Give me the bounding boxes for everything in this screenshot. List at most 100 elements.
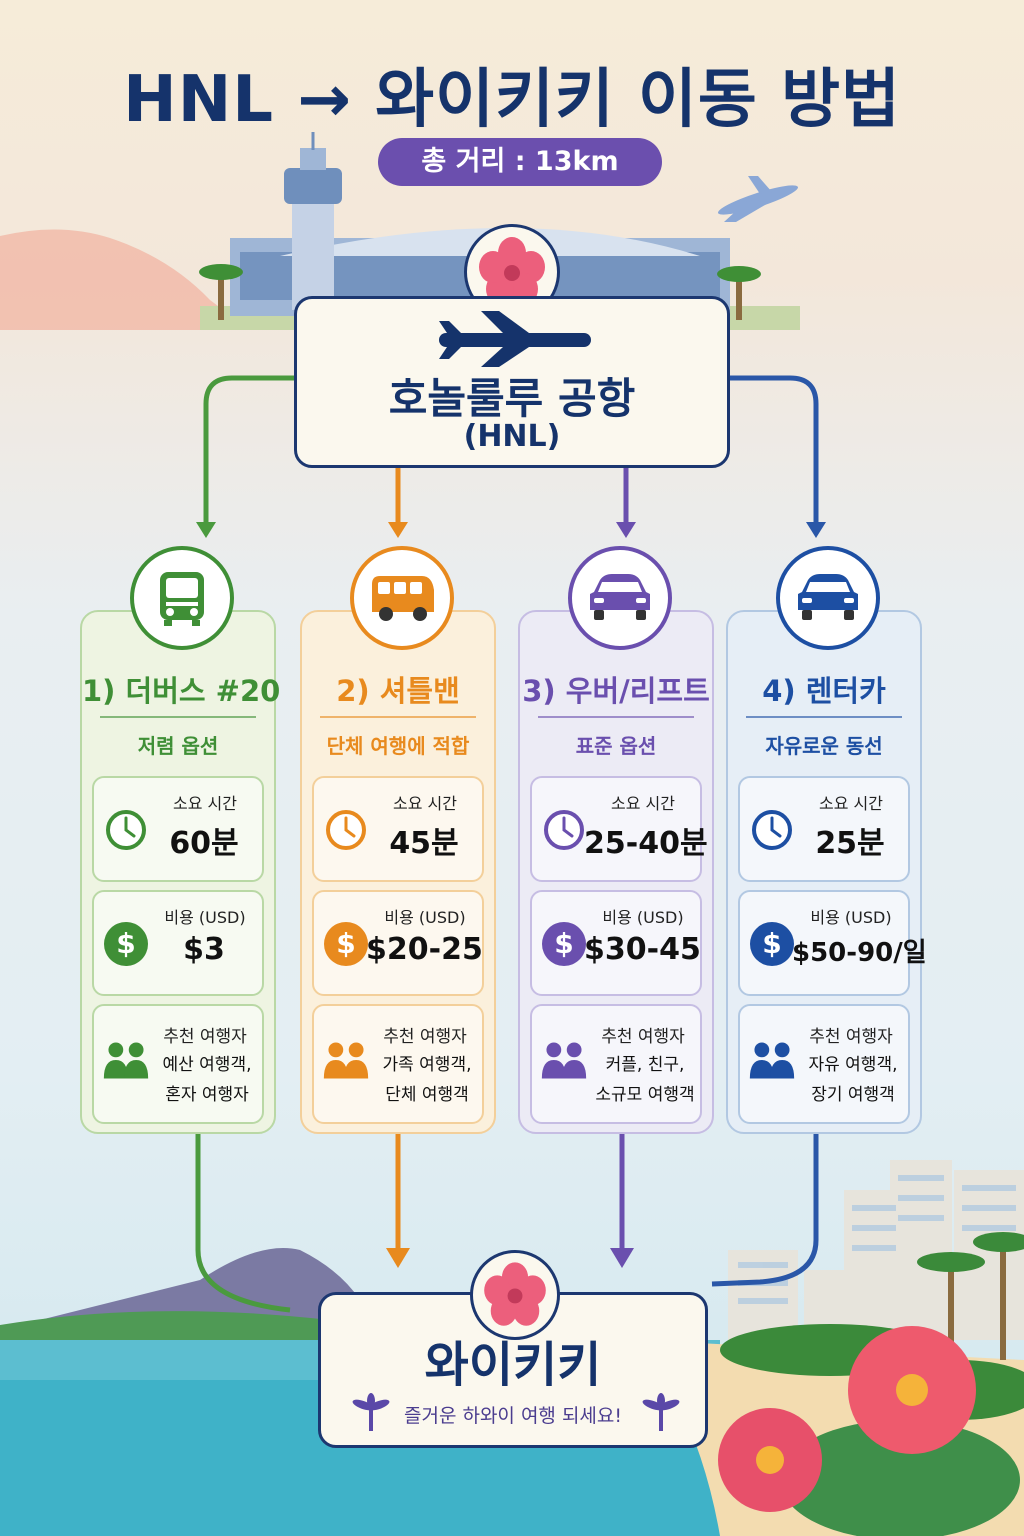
cost-label: 비용 (USD) — [164, 908, 246, 927]
traveler-line: 커플, 친구, — [605, 1055, 685, 1075]
people-icon — [322, 1036, 370, 1084]
traveler-label: 추천 여행자 — [383, 1027, 467, 1047]
flow-arrowheads-top — [196, 522, 826, 538]
option-title: 3) 우버/리프트 — [522, 674, 710, 708]
divider — [746, 716, 902, 718]
divider — [100, 716, 256, 718]
flow-connectors-top — [203, 375, 819, 526]
hibiscus-flowers-illustration — [718, 1326, 1020, 1536]
people-icon — [540, 1036, 588, 1084]
divider — [538, 716, 694, 718]
cost-value: $3 — [183, 932, 225, 967]
traveler-label: 추천 여행자 — [601, 1027, 685, 1047]
traveler-list: 예산 여행객, 혼자 여행자 — [154, 1050, 260, 1110]
option-card-1: 1) 더버스 #20 저렴 옵션 소요 시간 60분 $ 비용 (USD) $3… — [80, 610, 281, 1134]
time-value: 25분 — [815, 826, 885, 861]
flying-plane-illustration — [717, 176, 799, 222]
option-subtitle: 저렴 옵션 — [137, 734, 219, 758]
divider — [320, 716, 476, 718]
cost-label: 비용 (USD) — [810, 908, 892, 927]
flow-connectors-bottom — [195, 1134, 819, 1313]
option-subtitle: 표준 옵션 — [575, 734, 657, 758]
cost-label: 비용 (USD) — [384, 908, 466, 927]
car-icon — [568, 546, 672, 650]
traveler-line: 가족 여행객, — [382, 1055, 472, 1075]
traveler-line: 단체 여행객 — [385, 1085, 469, 1105]
clock-icon — [748, 806, 796, 854]
airport-node: 호놀룰루 공항 (HNL) — [294, 296, 730, 468]
traveler-line: 자유 여행객, — [808, 1055, 898, 1075]
people-icon — [102, 1036, 150, 1084]
svg-text:$: $ — [554, 927, 573, 960]
option-card-2: 2) 셔틀밴 단체 여행에 적합 소요 시간 45분 $ 비용 (USD) $2… — [300, 610, 496, 1134]
time-value: 45분 — [389, 826, 459, 861]
traveler-list: 커플, 친구, 소규모 여행객 — [592, 1050, 698, 1110]
dollar-icon: $ — [748, 920, 796, 968]
traveler-cell: 추천 여행자 가족 여행객, 단체 여행객 — [312, 1004, 484, 1124]
flow-arrowheads-bottom — [386, 1248, 634, 1268]
time-label: 소요 시간 — [819, 794, 883, 813]
time-cell: 소요 시간 60분 — [92, 776, 264, 882]
option-title: 4) 렌터카 — [762, 674, 886, 708]
clock-icon — [322, 806, 370, 854]
clock-icon — [540, 806, 588, 854]
traveler-line: 혼자 여행자 — [165, 1085, 249, 1105]
traveler-label: 추천 여행자 — [163, 1027, 247, 1047]
option-title: 2) 셔틀밴 — [336, 674, 460, 708]
bus-icon — [130, 546, 234, 650]
time-cell: 소요 시간 45분 — [312, 776, 484, 882]
time-label: 소요 시간 — [173, 794, 237, 813]
svg-text:$: $ — [762, 927, 781, 960]
waikiki-node: 와이키키 즐거운 하와이 여행 되세요! — [318, 1292, 708, 1448]
palm-tree-icon — [352, 1393, 390, 1431]
dollar-icon: $ — [102, 920, 150, 968]
airplane-icon — [439, 311, 591, 367]
time-cell: 소요 시간 25-40분 — [530, 776, 708, 882]
time-label: 소요 시간 — [611, 794, 675, 813]
palm-trees-airport — [199, 264, 761, 320]
time-cell: 소요 시간 25분 — [738, 776, 910, 882]
option-subtitle: 자유로운 동선 — [765, 734, 883, 758]
traveler-cell: 추천 여행자 커플, 친구, 소규모 여행객 — [530, 1004, 702, 1124]
mountain-left — [0, 229, 250, 330]
cost-value: $30-45 — [584, 932, 701, 967]
time-value: 60분 — [169, 826, 239, 861]
traveler-cell: 추천 여행자 자유 여행객, 장기 여행객 — [738, 1004, 910, 1124]
airport-name: 호놀룰루 공항 — [388, 374, 636, 423]
traveler-list: 자유 여행객, 장기 여행객 — [800, 1050, 906, 1110]
svg-text:$: $ — [116, 927, 135, 960]
option-card-4: 4) 렌터카 자유로운 동선 소요 시간 25분 $ 비용 (USD) $50-… — [726, 610, 927, 1134]
cost-cell: $ 비용 (USD) $50-90/일 — [738, 890, 927, 996]
rental-car-icon — [776, 546, 880, 650]
cost-value: $20-25 — [366, 932, 483, 967]
palm-tree-icon — [642, 1393, 680, 1431]
svg-text:$: $ — [336, 927, 355, 960]
option-subtitle: 단체 여행에 적합 — [326, 734, 470, 758]
clock-icon — [102, 806, 150, 854]
hibiscus-icon — [470, 1250, 560, 1340]
dollar-icon: $ — [540, 920, 588, 968]
option-card-3: 3) 우버/리프트 표준 옵션 소요 시간 25-40분 $ 비용 (USD) … — [518, 610, 714, 1134]
traveler-line: 소규모 여행객 — [595, 1085, 695, 1105]
option-title: 1) 더버스 #20 — [82, 674, 281, 708]
traveler-line: 장기 여행객 — [811, 1085, 895, 1105]
cost-cell: $ 비용 (USD) $20-25 — [312, 890, 484, 996]
cost-cell: $ 비용 (USD) $30-45 — [530, 890, 702, 996]
cost-label: 비용 (USD) — [602, 908, 684, 927]
van-icon — [350, 546, 454, 650]
traveler-line: 예산 여행객, — [162, 1055, 252, 1075]
people-icon — [748, 1036, 796, 1084]
destination-name: 와이키키 — [424, 1337, 602, 1393]
traveler-list: 가족 여행객, 단체 여행객 — [374, 1050, 480, 1110]
page-title: HNL → 와이키키 이동 방법 — [123, 63, 901, 137]
cost-cell: $ 비용 (USD) $3 — [92, 890, 264, 996]
traveler-label: 추천 여행자 — [809, 1027, 893, 1047]
time-value: 25-40분 — [584, 826, 708, 861]
dollar-icon: $ — [322, 920, 370, 968]
farewell-message: 즐거운 하와이 여행 되세요! — [403, 1405, 623, 1427]
airport-code: (HNL) — [463, 419, 561, 454]
cost-value: $50-90/일 — [792, 938, 927, 968]
total-distance-badge: 총 거리 : 13km — [378, 138, 662, 186]
time-label: 소요 시간 — [393, 794, 457, 813]
traveler-cell: 추천 여행자 예산 여행객, 혼자 여행자 — [92, 1004, 264, 1124]
